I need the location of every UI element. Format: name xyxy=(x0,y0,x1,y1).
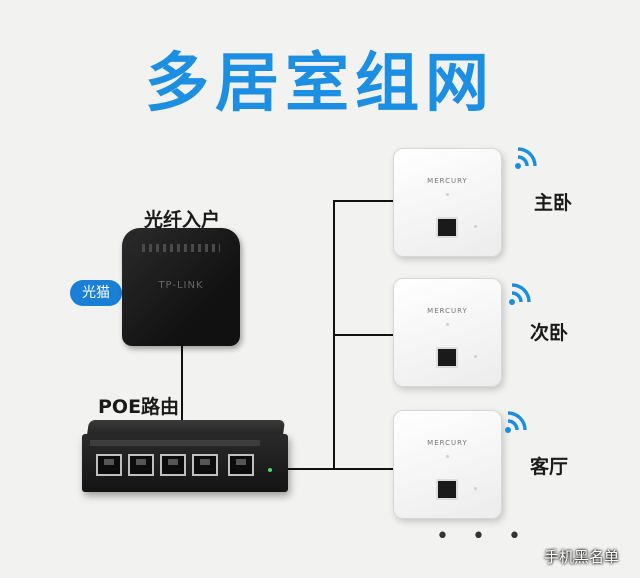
room-label-living-room: 客厅 xyxy=(530,456,569,478)
ap-brand: MERCURY xyxy=(427,307,468,315)
ap-ethernet-jack xyxy=(436,479,458,500)
modem-label: 光纤入户 xyxy=(144,209,221,231)
modem-brand: TP-LINK xyxy=(158,280,204,291)
room-label-master-bedroom: 主卧 xyxy=(534,192,573,214)
router-label: POE路由 xyxy=(98,396,180,418)
optical-modem: TP-LINK xyxy=(122,228,240,346)
wifi-icon xyxy=(509,283,531,305)
wifi-icon xyxy=(515,147,537,169)
modem-tag: 光猫 xyxy=(70,280,122,306)
ap-status-dot xyxy=(474,487,477,490)
router-front xyxy=(82,434,288,492)
modem-router-cable xyxy=(181,346,183,422)
router-port xyxy=(96,454,122,476)
wifi-icon xyxy=(505,411,527,433)
access-point-master-bedroom: MERCURY xyxy=(393,148,502,257)
ap2-cable xyxy=(333,334,393,336)
ap-brand: MERCURY xyxy=(427,439,468,447)
ap-ethernet-jack xyxy=(436,217,458,238)
access-point-second-bedroom: MERCURY xyxy=(393,278,502,387)
ap3-cable xyxy=(333,468,393,470)
more-indicator: • • • xyxy=(436,524,529,549)
router-port xyxy=(160,454,186,476)
router-port xyxy=(192,454,218,476)
modem-vents xyxy=(142,244,220,252)
router-brand-strip xyxy=(90,440,260,446)
watermark: 手机黑名单 xyxy=(544,548,620,566)
ap-status-dot xyxy=(474,355,477,358)
ap-ethernet-jack xyxy=(436,347,458,368)
ap-indicator xyxy=(446,323,449,326)
access-point-living-room: MERCURY xyxy=(393,410,502,519)
router-trunk-cable xyxy=(288,468,334,470)
ap-status-dot xyxy=(474,225,477,228)
poe-router xyxy=(82,420,288,492)
page-title: 多居室组网 xyxy=(145,47,495,121)
ap-indicator xyxy=(446,455,449,458)
router-led xyxy=(268,468,272,472)
router-port xyxy=(128,454,154,476)
ap-indicator xyxy=(446,193,449,196)
router-port xyxy=(228,454,254,476)
ap-brand: MERCURY xyxy=(427,177,468,185)
room-label-second-bedroom: 次卧 xyxy=(530,322,569,344)
ap1-cable xyxy=(333,200,393,202)
